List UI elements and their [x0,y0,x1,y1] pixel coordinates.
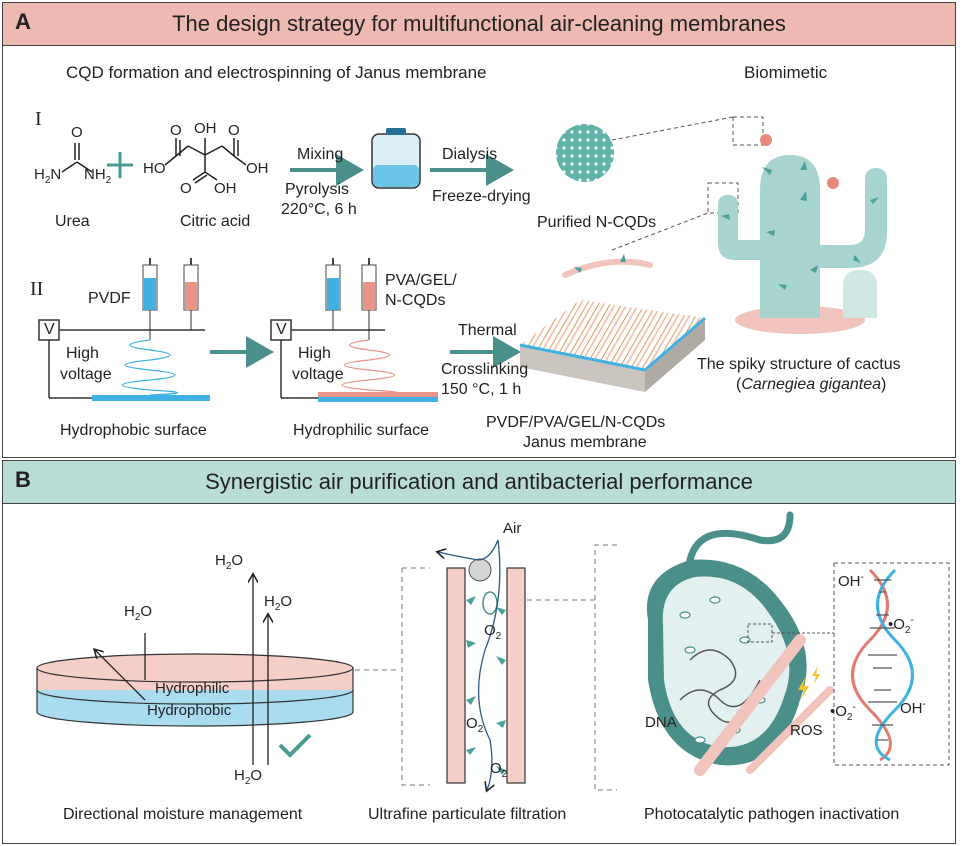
panel-a-header: A The design strategy for multifunctiona… [2,2,956,46]
dna-label: DNA [645,714,677,731]
panel-b-header: B Synergistic air purification and antib… [2,460,956,504]
step-numeral-1: I [35,108,42,130]
citric-oh-bottom: OH [214,180,237,197]
dna-helix [833,562,950,766]
dash-link-2 [401,544,617,791]
panel-a-title: The design strategy for multifunctional … [172,11,786,36]
citric-acid-structure [164,138,247,184]
urea-o: O [71,124,83,141]
high-voltage-2b: voltage [292,366,344,383]
pyrolysis-label: Pyrolysis [285,181,350,198]
o2-label-1: O2 [484,622,502,642]
cqd-label: Purified N-CQDs [537,214,657,231]
pva-label-2: N-CQDs [385,292,446,309]
panel-b-letter: B [15,467,31,492]
bacterium-illustration [646,511,834,776]
h2o-top: H2O [215,552,244,572]
oh-label-2: OH- [900,699,926,717]
electrospinning-setup-1 [38,258,210,401]
checkmark-icon [278,733,312,758]
thermal-label: Thermal [458,322,517,339]
pva-label-1: PVA/GEL/ [385,272,457,289]
o2-label-2: O2 [466,715,484,735]
janus-label-1: PVDF/PVA/GEL/N-CQDs [486,414,666,431]
urea-structure [61,143,93,173]
subtitle-electrospinning: CQD formation and electrospinning of Jan… [66,63,487,82]
reaction-bottle [371,128,421,189]
mixing-label: Mixing [297,146,344,163]
cqd-sphere [556,124,614,182]
panel-b-title: Synergistic air purification and antibac… [205,469,753,494]
plus-icon [107,152,133,178]
subtitle-biomimetic: Biomimetic [744,63,828,82]
caption-pathogen: Photocatalytic pathogen inactivation [644,806,900,823]
oh-label-1: OH- [838,572,864,590]
h2o-bottom: H2O [234,767,263,787]
dialysis-label: Dialysis [442,146,498,163]
o2-label-3: O2 [490,760,508,780]
citric-o-bottom: O [180,180,192,197]
ros-label: ROS [790,722,823,739]
janus-label-2: Janus membrane [523,434,647,451]
cactus-caption-2: (Carnegiea gigantea) [736,376,887,393]
h2o-left: H2O [124,603,153,623]
air-label: Air [503,520,522,537]
citric-o-right: O [228,122,240,139]
citric-o-left: O [170,122,182,139]
step-numeral-2: II [30,278,44,300]
urea-h2n: H2N [34,166,62,186]
urea-label: Urea [55,213,90,230]
panel-a-letter: A [15,9,31,34]
hydrophilic-surface-label: Hydrophilic surface [293,422,430,439]
citric-oh-top: OH [194,120,217,137]
caption-filtration: Ultrafine particulate filtration [368,806,567,823]
water-arrows [95,575,268,765]
pyrolysis-temp-label: 220°C, 6 h [281,201,357,218]
electrospinning-setup-2 [270,258,438,402]
o2-radical-1: •O2- [888,615,914,636]
janus-membrane [519,254,706,392]
h2o-right: H2O [264,593,293,613]
crosslinking-temp-label: 150 °C, 1 h [441,381,522,398]
voltage-symbol-2: V [276,321,287,338]
voltage-symbol-1: V [44,321,55,338]
citric-acid-label: Citric acid [180,213,251,230]
o2-radical-2: •O2- [830,702,856,723]
caption-moisture: Directional moisture management [63,806,303,823]
citric-oh-right: OH [246,160,269,177]
high-voltage-2a: High [298,345,331,362]
filtration-channel [438,539,526,790]
high-voltage-1b: voltage [60,366,112,383]
crosslinking-label: Crosslinking [441,361,529,378]
hydrophilic-label: Hydrophilic [155,680,230,697]
zoom-lines [611,116,764,251]
cactus-illustration [718,134,887,334]
pvdf-label: PVDF [88,290,131,307]
freeze-drying-label: Freeze-drying [432,188,531,205]
urea-nh2: NH2 [84,166,112,186]
cactus-caption-1: The spiky structure of cactus [697,356,901,373]
janus-disc [36,653,354,727]
high-voltage-1a: High [66,345,99,362]
hydrophobic-surface-label: Hydrophobic surface [60,422,207,439]
citric-ho-left: HO [143,160,166,177]
hydrophobic-label: Hydrophobic [147,702,232,719]
